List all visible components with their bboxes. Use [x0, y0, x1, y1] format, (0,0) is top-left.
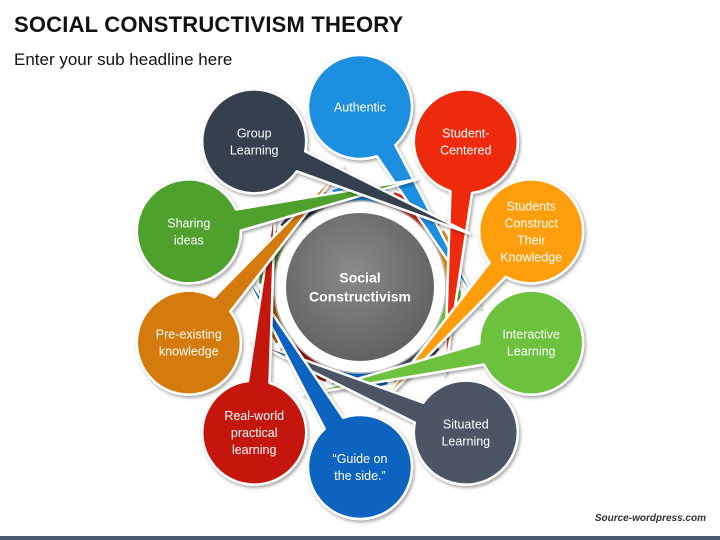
bubble-label: Situated — [443, 418, 489, 432]
bubble-pre-existing: Pre-existing knowledge — [135, 164, 345, 396]
bubble-shape — [375, 178, 585, 410]
bubble-label: Authentic — [334, 101, 386, 115]
bubble-label: Students — [507, 199, 556, 213]
bubble-shape — [200, 197, 308, 486]
center-circle — [284, 211, 436, 363]
bubble-guide-on-side: “Guide on the side.” — [238, 264, 414, 521]
bubble-label: Learning — [230, 143, 279, 157]
bubble-shape — [238, 264, 414, 521]
bubble-label: Their — [517, 233, 545, 247]
bubble-real-world: Real-world practical learning — [200, 197, 308, 486]
bubble-label: Learning — [441, 435, 490, 449]
bubble-label: Student- — [442, 126, 489, 140]
bubble-shape — [306, 53, 482, 310]
bubble-label: “Guide on — [333, 452, 388, 466]
bubble-label: Real-world — [224, 409, 284, 423]
bubble-label: Knowledge — [500, 250, 562, 264]
page-subtitle: Enter your sub headline here — [14, 50, 233, 69]
center-label-line: Social — [339, 270, 380, 286]
bubble-shape — [301, 289, 585, 396]
center-label-line: Constructivism — [309, 289, 411, 305]
bubble-label: learning — [232, 443, 277, 457]
bubble-shape — [135, 178, 419, 285]
bubble-label: Learning — [507, 345, 556, 359]
bubble-label: practical — [231, 426, 278, 440]
bubble-shape — [135, 164, 345, 396]
bubble-label: Construct — [504, 216, 558, 230]
bubble-label: Centered — [440, 143, 491, 157]
bubble-label: knowledge — [159, 345, 219, 359]
bubble-shape — [200, 88, 471, 235]
source-credit: Source-wordpress.com — [594, 513, 706, 524]
bubble-authentic: Authentic — [306, 53, 482, 310]
bubble-label: Pre-existing — [156, 328, 222, 342]
bubble-shape — [249, 339, 520, 486]
page-title: SOCIAL CONSTRUCTIVISM THEORY — [14, 12, 404, 37]
bubble-label: Interactive — [502, 328, 560, 342]
bubble-label: the side.” — [334, 469, 385, 483]
bubble-label: ideas — [174, 233, 204, 247]
bottom-bar — [0, 536, 720, 540]
bubble-label: Sharing — [167, 216, 210, 230]
bubble-label: Group — [237, 126, 272, 140]
bubble-sharing-ideas: Sharing ideas — [135, 178, 419, 285]
